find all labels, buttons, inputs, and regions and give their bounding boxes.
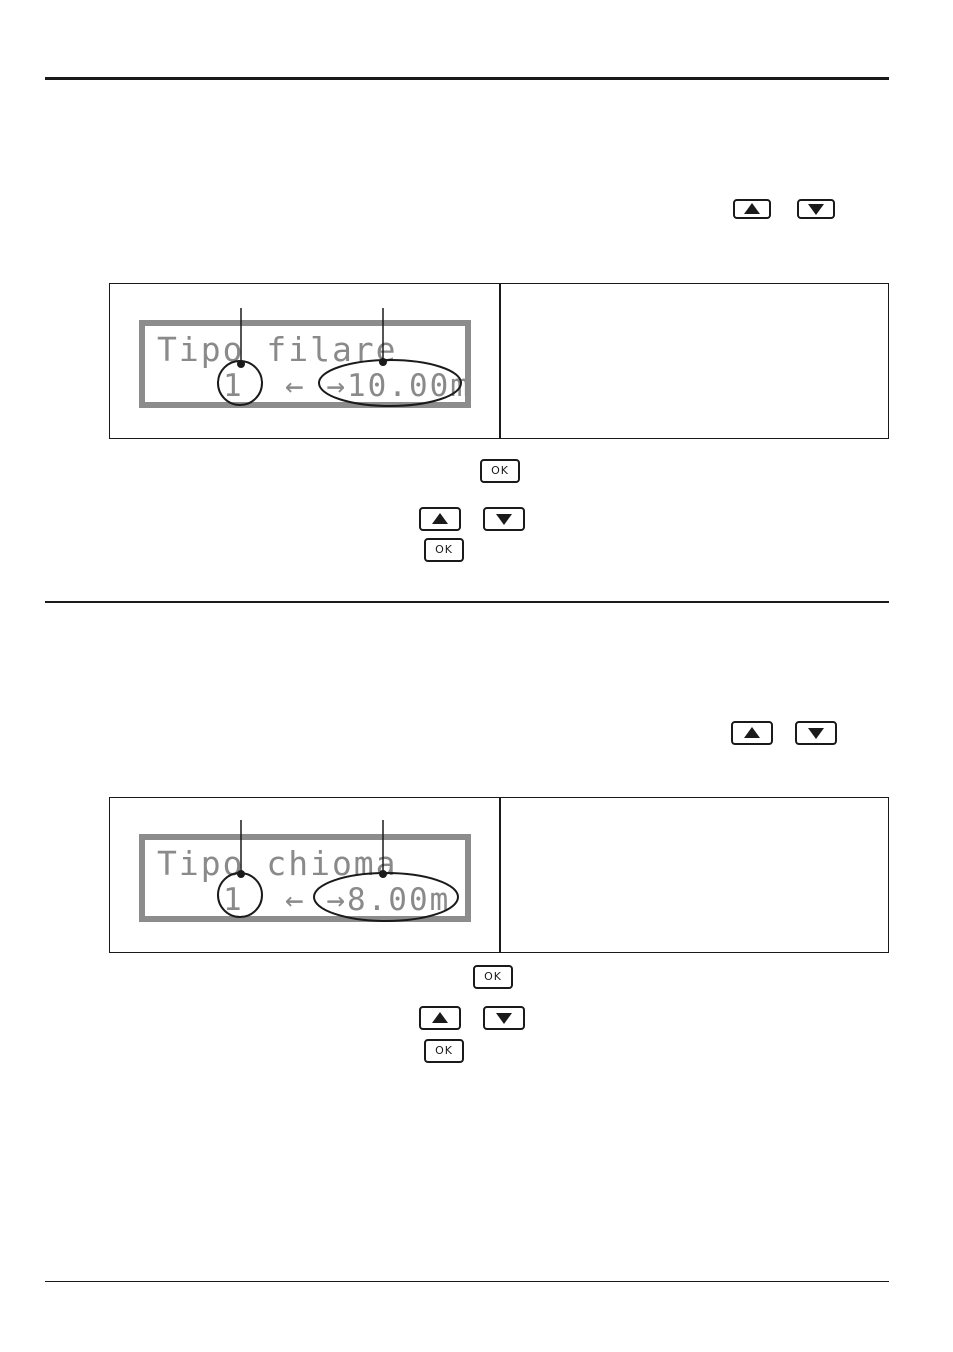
up-arrow-key-icon (731, 721, 773, 745)
ok-key-icon: OK (424, 538, 464, 562)
bottom-rule (45, 1281, 889, 1282)
up-arrow-key-icon (419, 507, 461, 531)
ok-key-icon: OK (473, 965, 513, 989)
callout-overlay-2 (217, 820, 459, 922)
up-arrow-key-icon (733, 199, 771, 219)
lcd-line-2: 1 ← →8.00m (223, 882, 451, 918)
down-arrow-key-icon (795, 721, 837, 745)
section-rule (45, 601, 889, 603)
ok-key-icon: OK (480, 459, 520, 483)
callout-overlay-1 (217, 308, 462, 407)
down-arrow-key-icon (483, 1006, 525, 1030)
panel-divider (499, 284, 501, 438)
top-rule (45, 77, 889, 80)
display-panel-1: Tipo filare 1 ← →10.00m (109, 283, 889, 439)
down-arrow-key-icon (483, 507, 525, 531)
panel-divider (499, 798, 501, 952)
down-arrow-key-icon (797, 199, 835, 219)
up-arrow-key-icon (419, 1006, 461, 1030)
ok-key-icon: OK (424, 1039, 464, 1063)
display-panel-2: Tipo chioma 1 ← →8.00m (109, 797, 889, 953)
